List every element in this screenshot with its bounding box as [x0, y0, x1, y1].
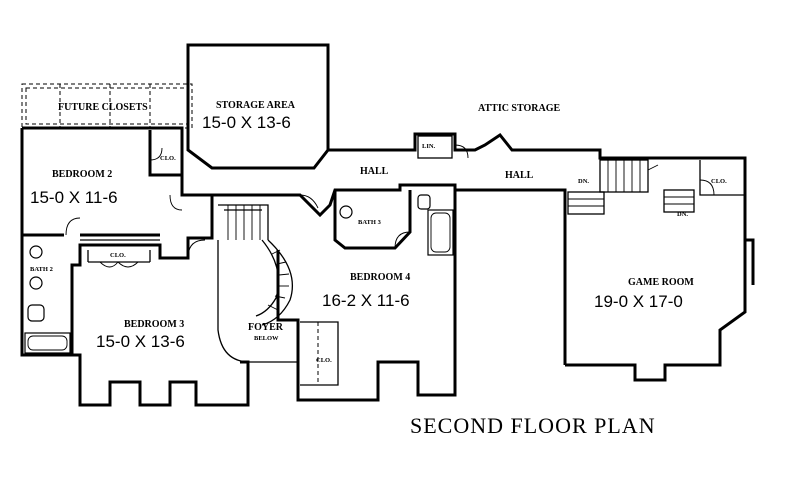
bath2-label: BATH 2	[30, 266, 53, 273]
hall-top-wall	[328, 132, 747, 240]
game-room-walls	[565, 238, 755, 382]
bed4-closet-label: CLO.	[316, 357, 332, 364]
bed2-closet-label: CLO.	[160, 155, 176, 162]
game-room-stairs	[567, 159, 695, 215]
bedroom2-outer-wall	[20, 128, 72, 357]
future-closets-outline	[21, 83, 193, 129]
foyer-label: FOYER	[248, 322, 284, 333]
bed2-closet-walls	[148, 130, 182, 177]
bedroom4-label: BEDROOM 4	[350, 272, 410, 283]
bedroom4-walls	[276, 190, 457, 402]
game-closet-door	[699, 179, 715, 196]
bed4-closet-walls	[300, 321, 339, 386]
game-closet-label: CLO.	[711, 178, 727, 185]
bedroom2-dimensions: 15-0 X 11-6	[30, 188, 118, 207]
bed4-door-swing	[299, 194, 319, 209]
bed2-closet-door	[149, 147, 163, 161]
game-closet-walls	[699, 160, 745, 196]
bath3-label: BATH 3	[358, 219, 382, 226]
bedroom3-label: BEDROOM 3	[124, 319, 184, 330]
bath3-door-swing	[394, 231, 411, 249]
bed2-door-swing	[65, 217, 81, 236]
hall-label-1: HALL	[360, 166, 389, 177]
bed3-closet-doors	[99, 261, 139, 268]
stairs-down-label-2: DN.	[677, 211, 688, 218]
hall-door-swing	[454, 144, 469, 159]
hall-label-2: HALL	[505, 170, 534, 181]
staircase	[218, 204, 294, 326]
game-room-dimensions: 19-0 X 17-0	[594, 292, 683, 311]
bed3-closet-label: CLO.	[110, 252, 126, 259]
bedroom2-label: BEDROOM 2	[52, 169, 112, 180]
bath3-walls	[333, 190, 412, 250]
storage-area-walls	[186, 43, 330, 170]
bed3-closet-walls	[87, 250, 151, 263]
hall-bottom-wall	[212, 183, 567, 365]
game-room-label: GAME ROOM	[628, 277, 694, 288]
stairs-down-label-1: DN.	[578, 178, 589, 185]
storage-area-dimensions: 15-0 X 13-6	[202, 113, 291, 132]
bed2-hall-door-swing	[169, 194, 183, 211]
storage-area-label: STORAGE AREA	[216, 100, 296, 111]
bedroom3-dimensions: 15-0 X 13-6	[96, 332, 185, 351]
bed3-door-swing	[187, 239, 206, 259]
left-wing-walls	[22, 126, 250, 407]
future-closets-label: FUTURE CLOSETS	[58, 102, 148, 113]
bedroom4-dimensions: 16-2 X 11-6	[322, 291, 410, 310]
linen-closet	[417, 135, 453, 159]
bath3-fixtures	[339, 194, 454, 256]
attic-storage-label: ATTIC STORAGE	[478, 103, 560, 114]
linen-label: LIN.	[422, 143, 436, 150]
foyer-opening-curve	[217, 240, 298, 363]
foyer-below-label: BELOW	[254, 335, 279, 342]
plan-title: SECOND FLOOR PLAN	[410, 413, 656, 438]
bath2-fixtures	[24, 245, 71, 354]
